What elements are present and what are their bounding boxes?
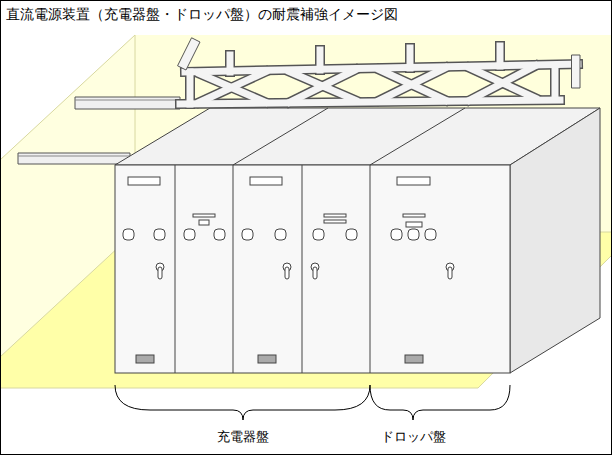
part-label: ドロッパ盤 — [381, 429, 446, 445]
diagram-title: 直流電源装置（充電器盤・ドロッパ盤）の耐震補強イメージ図 — [6, 6, 398, 23]
part-label: 充電器盤 — [217, 429, 269, 445]
